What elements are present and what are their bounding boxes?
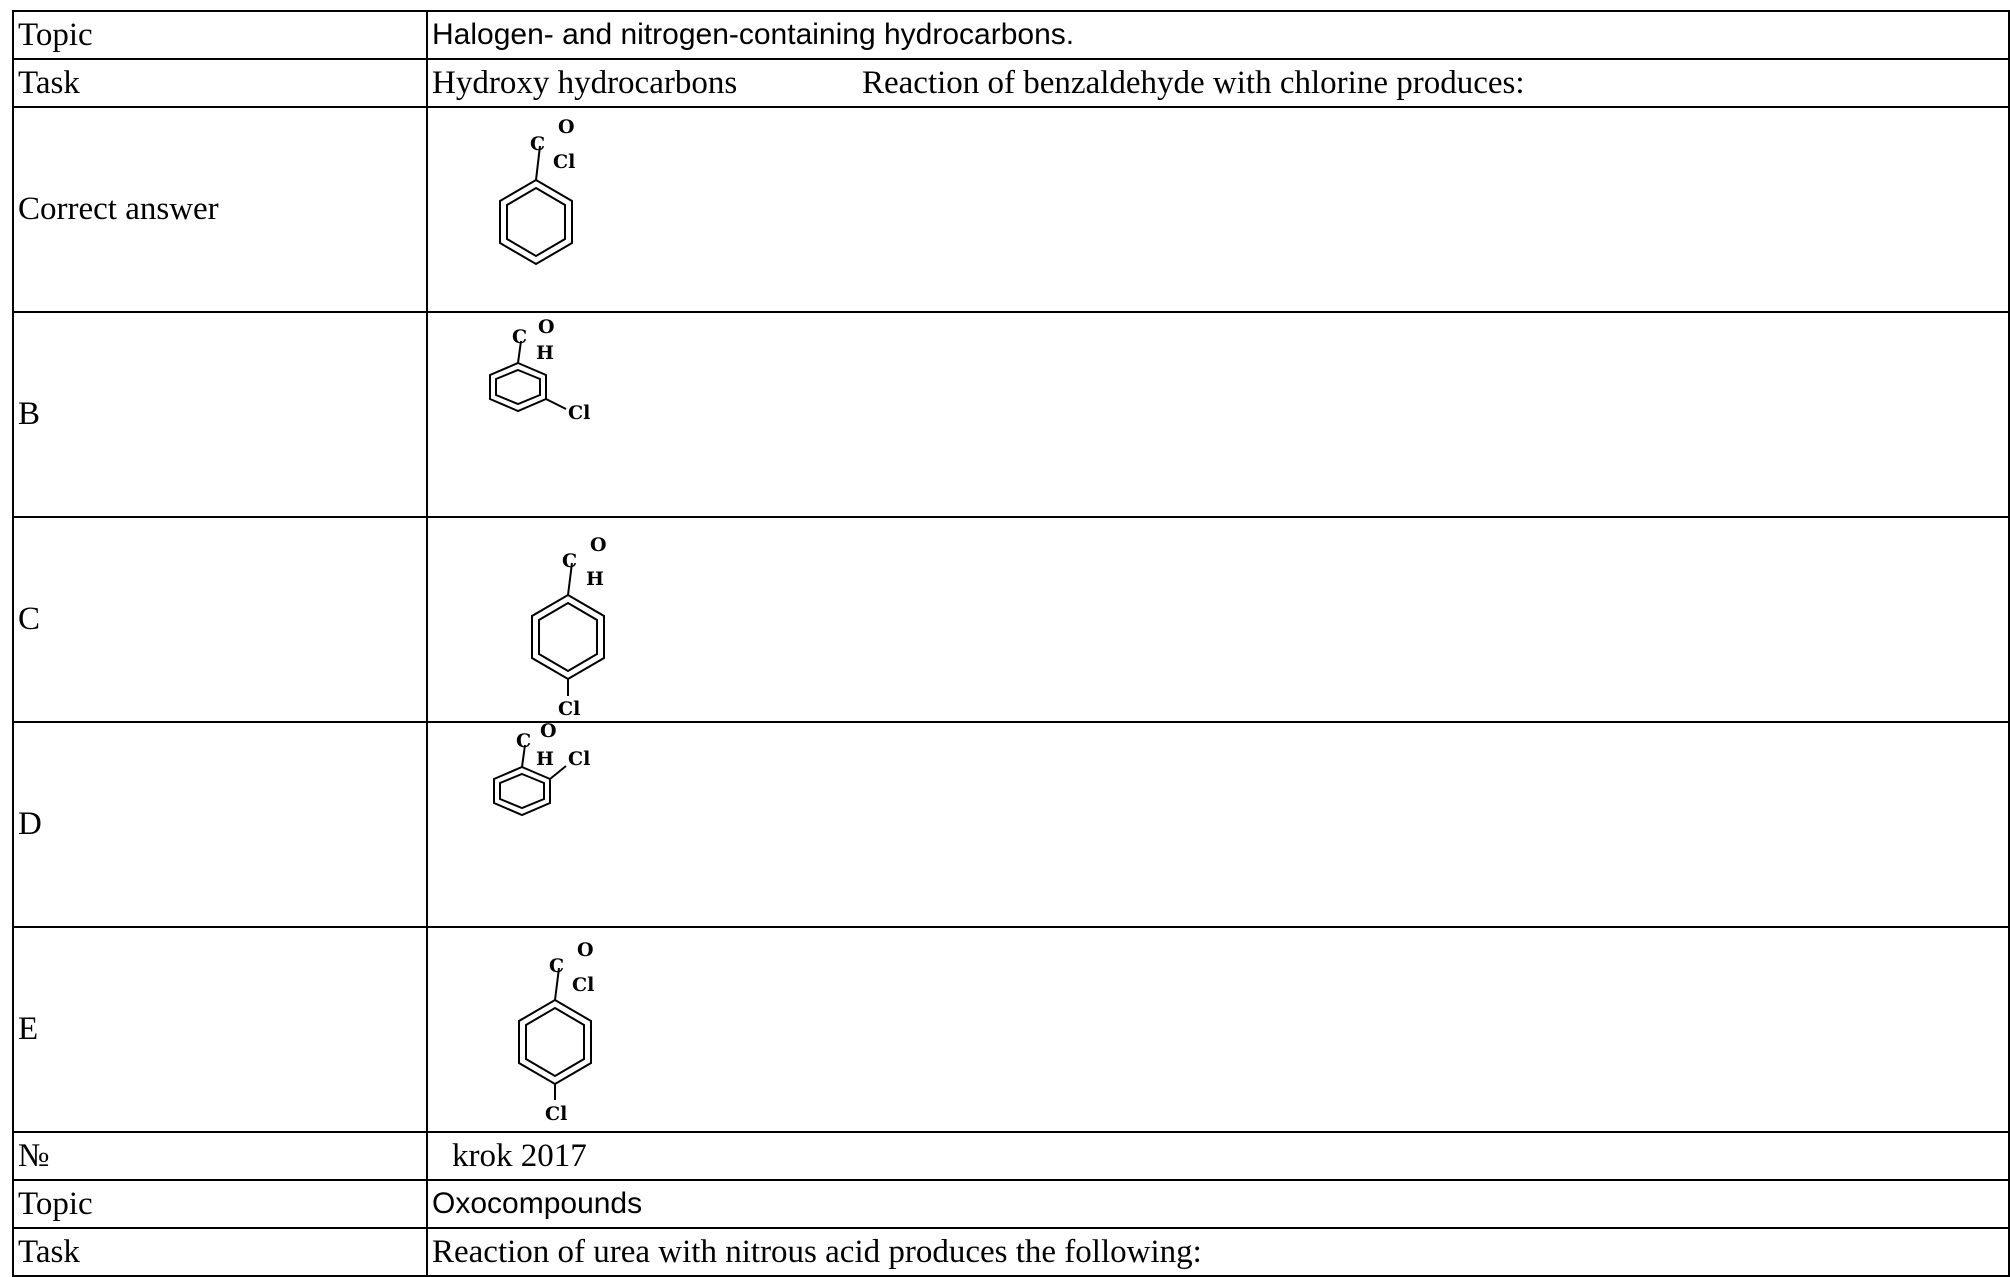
answer-label-d: D [12, 721, 428, 928]
para-chlorobenzaldehyde-structure: C O H Cl [531, 534, 607, 720]
meta-chlorobenzaldehyde-structure: C O H Cl [489, 316, 590, 424]
question-table: Topic Halogen- and nitrogen-containing h… [12, 10, 2010, 1277]
answer-label-c: C [12, 516, 428, 723]
benzene-ring-inner [538, 601, 598, 673]
benzoyl-chloride-structure: C O Cl [499, 116, 575, 266]
chloro-bond [545, 398, 567, 410]
atom-h: H [536, 342, 554, 364]
atom-h: H [586, 568, 604, 590]
task-row-2: Task Reaction of urea with nitrous acid … [12, 1227, 2010, 1277]
answer-row-correct: Correct answer C O Cl [12, 106, 2010, 313]
answer-cell-correct: C O Cl [426, 106, 2010, 313]
benzene-ring-inner [525, 1006, 585, 1078]
task-label: Task [12, 58, 428, 108]
topic-row-2: Topic Oxocompounds [12, 1179, 2010, 1229]
benzene-ring [531, 593, 605, 681]
task-label-2: Task [12, 1227, 428, 1277]
topic-row: Topic Halogen- and nitrogen-containing h… [12, 10, 2010, 60]
atom-cl: Cl [568, 402, 590, 424]
answer-label-e: E [12, 926, 428, 1133]
carbonyl-bond [567, 562, 573, 596]
answer-row-c: C C O H Cl [12, 516, 2010, 723]
atom-h: H [536, 748, 554, 770]
benzene-ring [489, 361, 547, 413]
carbonyl-bond [521, 744, 526, 768]
atom-cl: Cl [553, 151, 575, 173]
benzene-ring-inner [499, 772, 545, 810]
task-value: Hydroxy hydrocarbons Reaction of benzalde… [426, 58, 2010, 108]
benzene-ring [499, 178, 573, 266]
task-question: Reaction of benzaldehyde with chlorine p… [862, 64, 1525, 101]
answer-row-b: B C O H Cl [12, 311, 2010, 518]
answer-label-b: B [12, 311, 428, 518]
atom-cl: Cl [572, 974, 594, 996]
atom-c: C [562, 550, 577, 572]
answer-cell-e: C O Cl Cl [426, 926, 2010, 1133]
atom-o: O [558, 116, 575, 138]
atom-cl: Cl [568, 748, 590, 770]
atom-o: O [577, 939, 594, 961]
topic-label-2: Topic [12, 1179, 428, 1229]
para-chlorobenzoyl-chloride-structure: C O Cl Cl [518, 939, 594, 1125]
answer-cell-c: C O H Cl [426, 516, 2010, 723]
atom-cl: Cl [558, 698, 580, 720]
benzene-ring [518, 998, 592, 1086]
number-row: № krok 2017 [12, 1131, 2010, 1181]
atom-c: C [530, 133, 545, 155]
answer-row-d: D C O H Cl [12, 721, 2010, 928]
task-category: Hydroxy hydrocarbons [432, 64, 738, 101]
atom-c: C [516, 730, 531, 752]
atom-o: O [540, 722, 557, 742]
topic-value: Halogen- and nitrogen-containing hydroca… [426, 10, 2010, 60]
atom-cl-ring: Cl [545, 1103, 567, 1125]
benzene-ring-inner [506, 186, 566, 258]
carbonyl-bond [517, 340, 522, 364]
answer-label-correct: Correct answer [12, 106, 428, 313]
number-label: № [12, 1131, 428, 1181]
number-value: krok 2017 [426, 1131, 2010, 1181]
atom-o: O [590, 534, 607, 556]
topic-value-2: Oxocompounds [426, 1179, 2010, 1229]
atom-c: C [549, 955, 564, 977]
carbonyl-bond [535, 145, 541, 181]
task-row: Task Hydroxy hydrocarbons Reaction of ben… [12, 58, 2010, 108]
task-question-2: Reaction of urea with nitrous acid produ… [426, 1227, 2010, 1277]
chloro-bond [549, 765, 567, 780]
answer-cell-d: C O H Cl [426, 721, 2010, 928]
carbonyl-bond [554, 967, 560, 1001]
atom-o: O [538, 316, 555, 338]
atom-c: C [512, 326, 527, 348]
ortho-chlorobenzaldehyde-structure: C O H Cl [493, 722, 590, 817]
answer-row-e: E C O Cl Cl [12, 926, 2010, 1133]
answer-cell-b: C O H Cl [426, 311, 2010, 518]
topic-label: Topic [12, 10, 428, 60]
benzene-ring-inner [495, 368, 541, 406]
